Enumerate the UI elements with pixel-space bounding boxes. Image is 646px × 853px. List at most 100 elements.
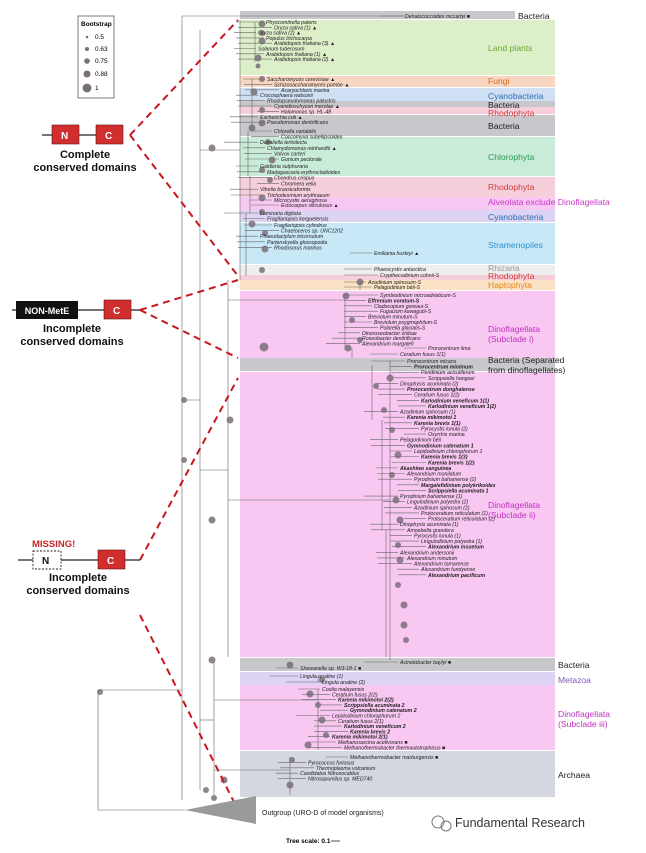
clade-band: [240, 20, 555, 75]
bootstrap-node: [389, 427, 395, 433]
leaf-label: Galdieria sulphuraria: [260, 164, 308, 170]
leaf-label: Rhodosorus marinus: [274, 245, 322, 251]
bootstrap-node: [268, 156, 276, 164]
clade-band: [240, 76, 555, 87]
leaf-label: Azadinium spinosum (1): [399, 410, 456, 416]
group-label: Rhodophyta: [488, 108, 535, 118]
leaf-label: Arabidopsis thaliana (3) ▲: [273, 41, 335, 47]
bootstrap-node: [259, 267, 265, 273]
bootstrap-node: [304, 741, 312, 749]
domain-caption: conserved domains: [33, 162, 136, 174]
leaf-label: Pyrocystis lunula (2): [421, 426, 468, 432]
leaf-label: Amoebella grandera: [406, 528, 454, 534]
clade-band: [240, 291, 555, 358]
bootstrap-node: [203, 787, 209, 793]
tree-scale-label: Tree scale: 0.1: [286, 838, 331, 845]
leaf-label: Coccomyxa subellipsoidea: [281, 135, 343, 141]
bootstrap-node: [258, 119, 266, 127]
bootstrap-node: [261, 245, 269, 253]
leaf-label: Trichodesmium erythraeum: [267, 193, 330, 199]
leaf-label: Chromera velia: [281, 181, 316, 187]
bootstrap-node: [394, 451, 402, 459]
leaf-label: Phaeodactylum tricornutum: [260, 234, 324, 240]
group-label: Bacteria: [518, 11, 550, 21]
leaf-label: Madagascaria erythrocladioides: [267, 170, 341, 176]
leaf-label: Prorocentrum donghaiense: [407, 387, 475, 393]
group-label: Bacteria: [488, 100, 520, 110]
group-label: Bacteria (Separated: [488, 355, 565, 365]
leaf-label: Saccharomyces cerevisiae ▲: [267, 77, 335, 83]
leaf-label: Karlodinium veneficum 1(1): [421, 398, 489, 404]
group-label: (Subclade iii): [558, 719, 608, 729]
leaf-label: Prorocentrum micans: [407, 359, 457, 365]
clade-band: [240, 107, 555, 114]
bootstrap-node: [400, 601, 408, 609]
leaf-label: Arabidopsis thaliana (1) ▲: [265, 52, 327, 58]
leaf-label: Lingulodinium polyedra (2): [407, 500, 468, 506]
leaf-label: Scrippsiella hangoei: [428, 376, 475, 382]
leaf-label: Roseobacter denitrificans: [362, 336, 421, 342]
group-label: Cyanobacteria: [488, 91, 544, 101]
bootstrap-node: [259, 167, 265, 173]
leaf-label: Gonium pectorale: [281, 157, 322, 163]
group-label: Chlorophyta: [488, 152, 535, 162]
bootstrap-node: [259, 342, 269, 352]
bootstrap-node: [381, 407, 387, 413]
watermark-text: Fundamental Research: [455, 816, 585, 830]
leaf-label: Dinophysis acuminata (2): [400, 381, 459, 387]
domain-n-box: N: [42, 556, 49, 567]
group-label: Rhodophyta: [488, 182, 535, 192]
outgroup: Outgroup (URO-D of model organisms): [185, 796, 384, 824]
leaf-label: Alexandrium fundyense: [420, 567, 475, 573]
bootstrap-node: [97, 689, 103, 695]
leaf-label: Pyrodinium bahamense (1): [400, 494, 463, 500]
leaf-label: Lingula anatine (2): [322, 680, 365, 686]
clade-band: [240, 280, 555, 290]
bootstrap-node: [267, 177, 273, 183]
leaf-label: Escherichia coli ▲: [260, 115, 303, 121]
bootstrap-node: [259, 76, 265, 82]
clade-band: [240, 265, 555, 275]
leaf-label: Populus trichocarpa: [266, 36, 312, 42]
bootstrap-node: [389, 472, 395, 478]
leaf-label: Vitrella brassicaformis: [260, 187, 311, 193]
clade-band: [240, 658, 555, 671]
leaf-label: Volvox carteri: [274, 151, 306, 157]
bootstrap-node: [286, 781, 294, 789]
bootstrap-node: [349, 317, 355, 323]
bootstrap-node: [386, 374, 394, 382]
leaf-label: Pyrococcus furiosus: [308, 760, 355, 766]
group-label: Dinoflagellata: [558, 709, 610, 719]
legend-value: 0.88: [95, 71, 108, 78]
group-label: (Subclade ii): [488, 510, 536, 520]
bootstrap-node: [258, 194, 266, 202]
bootstrap-node: [181, 397, 187, 403]
leaf-label: Emiliania huxleyi ▲: [374, 251, 419, 257]
bootstrap-node: [255, 63, 261, 69]
group-label: Stramenopiles: [488, 240, 543, 250]
domain-caption: Incomplete: [43, 323, 101, 335]
leaf-label: Protoceratium reticulatum (2): [428, 517, 495, 523]
leaf-label: Alexandrium monilatum: [406, 472, 462, 478]
leaf-label: Protoceratium reticulatum (1): [421, 511, 488, 517]
leaf-label: Laminaria digitata: [260, 211, 301, 217]
bootstrap-node: [250, 88, 258, 96]
leaf-label: Halomonas sp. HL-48: [281, 109, 331, 115]
group-label: Archaea: [558, 770, 590, 780]
leaf-label: Cladocopium goreaui-S: [374, 304, 429, 310]
bootstrap-node: [265, 139, 271, 145]
leaf-label: Karlodinium veneficum 2: [344, 724, 406, 730]
leaf-label: Polarella glacialis-S: [380, 325, 426, 331]
leaf-label: Nitrosopumilus sp. MED740: [308, 777, 372, 783]
clade-band: [240, 137, 555, 176]
leaf-label: Ceratium fusus 1(2): [414, 393, 460, 399]
leaf-label: Acaryochloris marina: [280, 88, 330, 94]
legend-value: 0.5: [95, 34, 104, 41]
clade-band: [240, 115, 555, 136]
leaf-label: Arabidopsis thaliana (2) ▲: [273, 57, 335, 63]
leaf-label: Effrenium voratum-S: [368, 298, 420, 304]
legend-value: 1: [95, 85, 99, 92]
group-label: Land plants: [488, 43, 532, 53]
leaf-label: Azadinium spinosum-S: [367, 280, 422, 286]
clade-band: [240, 177, 555, 197]
